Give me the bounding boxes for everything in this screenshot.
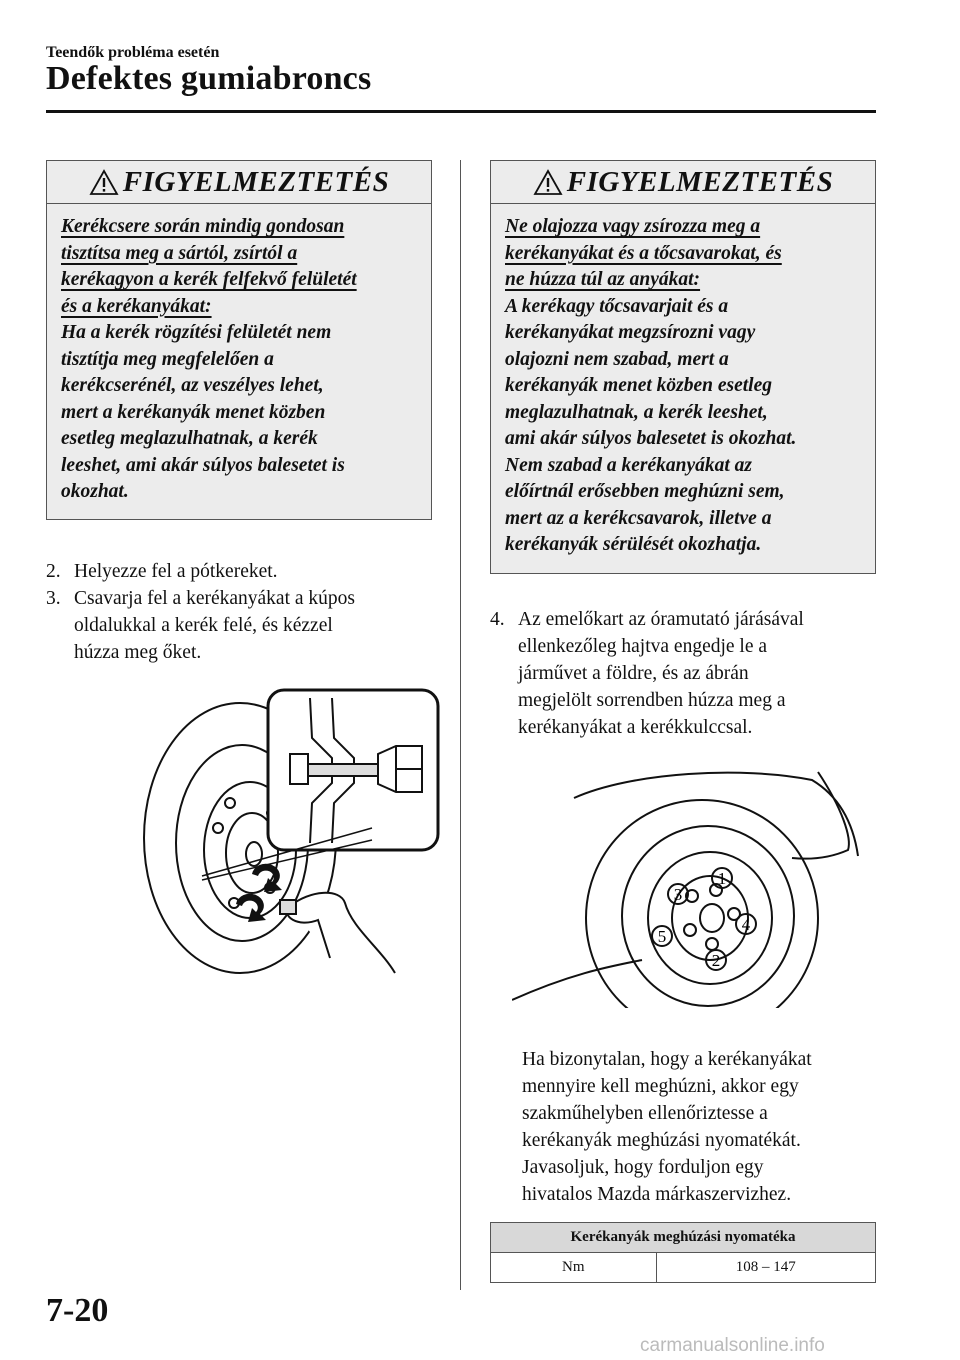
warning-body-line: A kerékagy tőcsavarjait és a xyxy=(505,295,729,317)
note-line: mennyire kell meghúzni, akkor egy xyxy=(522,1076,799,1097)
warning-underlined-line: kerékanyákat és a tőcsavarokat, és xyxy=(505,242,782,264)
note-line: hivatalos Mazda márkaszervizhez. xyxy=(522,1184,792,1205)
step-item: 3. Csavarja fel a kerékanyákat a kúpos o… xyxy=(46,585,436,666)
warning-heading: FIGYELMEZTETÉS xyxy=(47,161,431,204)
warning-underlined-line: Kerékcsere során mindig gondosan xyxy=(61,216,345,237)
step-item: 4. Az emelőkart az óramutató járásával e… xyxy=(490,606,880,741)
section-label: Teendők probléma esetén xyxy=(46,44,220,61)
order-label: 1 xyxy=(718,869,727,888)
torque-table: Kerékanyák meghúzási nyomatéka Nm 108 – … xyxy=(490,1222,877,1283)
note-line: Ha bizonytalan, hogy a kerékanyákat xyxy=(522,1049,812,1070)
order-label: 5 xyxy=(658,927,667,946)
warning-underlined-line: tisztítsa meg a sártól, zsírtól a xyxy=(61,242,298,264)
warning-box-right: FIGYELMEZTETÉS Ne olajozza vagy zsírozza… xyxy=(490,160,876,574)
step-line: megjelölt sorrendben húzza meg a xyxy=(518,690,786,711)
table-cell-unit: Nm xyxy=(490,1252,657,1283)
step-number: 4. xyxy=(490,609,505,630)
step-number: 3. xyxy=(46,588,61,609)
warning-underlined-line: ne húzza túl az anyákat: xyxy=(505,269,701,290)
wheel-nut-mounting-illustration xyxy=(143,688,440,974)
page-number: 7-20 xyxy=(46,1292,109,1329)
step-number: 2. xyxy=(46,561,61,582)
warning-text: Kerékcsere során mindig gondosan tisztít… xyxy=(47,204,431,506)
step-line: kerékanyákat a kerékkulccsal. xyxy=(518,717,753,738)
warning-body-line: okozhat. xyxy=(61,481,129,502)
order-label: 4 xyxy=(742,915,751,934)
warning-body-line: kerékanyák sérülését okozhatja. xyxy=(505,534,762,555)
warning-body-line: olajozni nem szabad, mert a xyxy=(505,348,729,370)
step-line: járművet a földre, és az ábrán xyxy=(518,663,749,684)
table-header-row: Kerékanyák meghúzási nyomatéka xyxy=(490,1222,876,1253)
warning-body-line: előírtnál erősebben meghúzni sem, xyxy=(505,481,785,502)
warning-body-line: mert a kerékanyák menet közben xyxy=(61,401,326,423)
warning-underlined-line: kerékagyon a kerék felfekvő felületét xyxy=(61,269,357,290)
warning-body-line: kerékcserénél, az veszélyes lehet, xyxy=(61,375,324,396)
note-line: kerékanyák meghúzási nyomatékát. xyxy=(522,1130,801,1151)
warning-body-line: tisztítja meg megfelelően a xyxy=(61,348,274,370)
step-line: Csavarja fel a kerékanyákat a kúpos xyxy=(74,588,355,609)
warning-body-line: Nem szabad a kerékanyákat az xyxy=(505,454,752,476)
warning-triangle-icon xyxy=(533,168,563,195)
step-line: ellenkezőleg hajtva engedje le a xyxy=(518,636,768,657)
column-divider xyxy=(460,160,461,1290)
table-row: Nm 108 – 147 xyxy=(490,1252,877,1283)
warning-underlined-line: Ne olajozza vagy zsírozza meg a xyxy=(505,216,761,237)
table-header: Kerékanyák meghúzási nyomatéka xyxy=(490,1222,876,1253)
warning-body-line: meglazulhatnak, a kerék leeshet, xyxy=(505,401,768,423)
title-rule xyxy=(46,110,876,113)
warning-underlined-line: és a kerékanyákat: xyxy=(61,295,212,317)
watermark: carmanualsonline.info xyxy=(640,1335,825,1356)
step-item: 2. Helyezze fel a pótkereket. xyxy=(46,558,436,585)
table-cell-value: 108 – 147 xyxy=(655,1252,877,1283)
torque-note: Ha bizonytalan, hogy a kerékanyákat menn… xyxy=(522,1046,882,1208)
steps-right: 4. Az emelőkart az óramutató járásával e… xyxy=(490,606,880,741)
step-line: Helyezze fel a pótkereket. xyxy=(74,561,278,582)
warning-body-line: Ha a kerék rögzítési felületét nem xyxy=(61,322,332,343)
note-line: Javasoljuk, hogy forduljon egy xyxy=(522,1157,764,1178)
warning-heading-text: FIGYELMEZTETÉS xyxy=(122,165,390,198)
order-label: 2 xyxy=(712,951,721,970)
warning-triangle-icon xyxy=(89,168,119,195)
step-line: oldalukkal a kerék felé, és kézzel xyxy=(74,615,333,636)
note-line: szakműhelyben ellenőriztesse a xyxy=(522,1103,768,1124)
step-line: húzza meg őket. xyxy=(74,642,202,663)
warning-body-line: kerékanyákat megzsírozni vagy xyxy=(505,322,756,343)
warning-text: Ne olajozza vagy zsírozza meg a kerékany… xyxy=(491,204,875,559)
warning-heading: FIGYELMEZTETÉS xyxy=(491,161,875,204)
steps-left: 2. Helyezze fel a pótkereket. 3. Csavarj… xyxy=(46,558,436,666)
step-line: Az emelőkart az óramutató járásával xyxy=(518,609,804,630)
warning-body-line: mert az a kerékcsavarok, illetve a xyxy=(505,507,772,529)
tightening-order-illustration: 1 2 3 4 5 xyxy=(512,771,859,1008)
warning-body-line: kerékanyák menet közben esetleg xyxy=(505,375,772,396)
warning-body-line: esetleg meglazulhatnak, a kerék xyxy=(61,428,318,449)
warning-box-left: FIGYELMEZTETÉS Kerékcsere során mindig g… xyxy=(46,160,432,520)
order-label: 3 xyxy=(674,885,683,904)
page-title: Defektes gumiabroncs xyxy=(46,60,372,97)
warning-body-line: leeshet, ami akár súlyos balesetet is xyxy=(61,454,345,476)
warning-body-line: ami akár súlyos balesetet is okozhat. xyxy=(505,428,797,449)
warning-heading-text: FIGYELMEZTETÉS xyxy=(566,165,834,198)
